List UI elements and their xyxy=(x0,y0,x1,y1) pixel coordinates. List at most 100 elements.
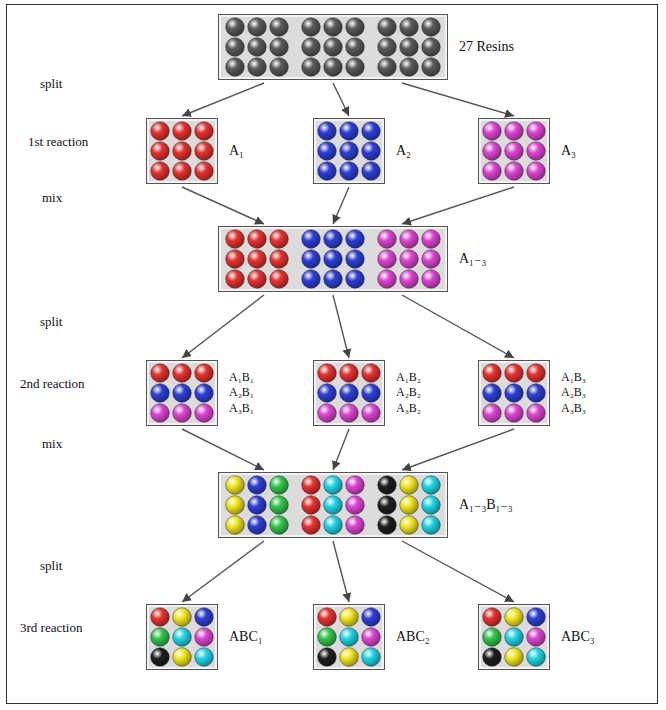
resin-bead xyxy=(422,250,441,269)
resin-bead xyxy=(505,404,524,423)
resin-bead xyxy=(226,270,245,289)
flow-arrow xyxy=(182,83,264,116)
resin-tray: A₁ xyxy=(146,118,218,184)
resin-bead xyxy=(483,122,502,141)
resin-bead xyxy=(340,648,359,667)
resin-bead xyxy=(324,58,343,77)
resin-bead xyxy=(378,516,397,535)
resin-bead xyxy=(302,476,321,495)
resin-tray: A₁₋₃ xyxy=(218,226,448,292)
resin-bead xyxy=(270,496,289,515)
flow-arrow xyxy=(333,187,349,224)
resin-bead xyxy=(195,142,214,161)
resin-bead xyxy=(483,364,502,383)
resin-bead xyxy=(527,122,546,141)
resin-bead xyxy=(483,404,502,423)
resin-bead xyxy=(483,648,502,667)
resin-bead xyxy=(151,364,170,383)
flow-arrow xyxy=(333,541,349,602)
resin-bead xyxy=(173,364,192,383)
tray-label: ABC₂ xyxy=(396,629,430,645)
flow-arrow xyxy=(182,429,264,470)
resin-bead xyxy=(346,516,365,535)
resin-bead xyxy=(400,516,419,535)
resin-bead xyxy=(318,404,337,423)
resin-bead xyxy=(302,270,321,289)
step-label: 3rd reaction xyxy=(20,620,82,636)
flow-arrow xyxy=(182,187,264,224)
resin-bead xyxy=(527,608,546,627)
flow-arrow xyxy=(182,295,264,358)
resin-bead xyxy=(324,270,343,289)
tray-label-group: A₁₋₃B₁₋₃ xyxy=(459,473,513,537)
resin-bead xyxy=(422,516,441,535)
resin-bead xyxy=(248,18,267,37)
resin-bead xyxy=(378,270,397,289)
resin-bead xyxy=(505,162,524,181)
tray-label-group: 27 Resins xyxy=(459,15,514,79)
resin-bead xyxy=(270,516,289,535)
tray-label: A₁B₂ xyxy=(396,370,421,386)
resin-bead xyxy=(173,628,192,647)
resin-bead xyxy=(318,364,337,383)
flow-arrow xyxy=(333,83,349,116)
resin-bead xyxy=(195,404,214,423)
resin-bead xyxy=(346,58,365,77)
flow-arrow xyxy=(333,429,349,470)
resin-bead xyxy=(378,250,397,269)
resin-bead xyxy=(378,58,397,77)
resin-tray: A₃ xyxy=(478,118,550,184)
resin-bead xyxy=(195,648,214,667)
resin-bead xyxy=(324,476,343,495)
resin-bead xyxy=(226,250,245,269)
flow-arrow xyxy=(402,541,514,602)
resin-bead xyxy=(270,476,289,495)
resin-tray: A₂ xyxy=(313,118,385,184)
resin-beads xyxy=(147,605,217,669)
resin-bead xyxy=(226,38,245,57)
resin-bead xyxy=(173,162,192,181)
resin-bead xyxy=(422,476,441,495)
resin-bead xyxy=(151,608,170,627)
step-label: split xyxy=(40,76,62,92)
resin-bead xyxy=(527,162,546,181)
resin-bead xyxy=(226,496,245,515)
resin-bead xyxy=(505,648,524,667)
resin-bead xyxy=(422,270,441,289)
resin-bead xyxy=(151,162,170,181)
resin-bead xyxy=(378,496,397,515)
resin-bead xyxy=(318,122,337,141)
resin-bead xyxy=(248,58,267,77)
resin-bead xyxy=(483,628,502,647)
resin-bead xyxy=(483,608,502,627)
resin-bead xyxy=(340,608,359,627)
resin-bead xyxy=(400,476,419,495)
resin-bead xyxy=(226,516,245,535)
flow-arrow xyxy=(182,541,264,602)
resin-bead xyxy=(340,122,359,141)
resin-tray: ABC₁ xyxy=(146,604,218,670)
resin-bead xyxy=(422,38,441,57)
resin-bead xyxy=(346,496,365,515)
tray-label: A₁ xyxy=(229,143,244,159)
resin-bead xyxy=(422,496,441,515)
resin-bead xyxy=(527,404,546,423)
resin-bead xyxy=(151,648,170,667)
resin-bead xyxy=(422,18,441,37)
resin-bead xyxy=(346,476,365,495)
resin-bead xyxy=(173,608,192,627)
resin-bead xyxy=(151,122,170,141)
resin-bead xyxy=(302,516,321,535)
resin-beads xyxy=(479,605,549,669)
resin-bead xyxy=(270,250,289,269)
resin-bead xyxy=(362,162,381,181)
tray-label: ABC₁ xyxy=(229,629,263,645)
resin-bead xyxy=(378,18,397,37)
resin-bead xyxy=(505,384,524,403)
tray-label-group: A₁ xyxy=(229,119,244,183)
resin-bead xyxy=(318,648,337,667)
resin-bead xyxy=(324,496,343,515)
resin-bead xyxy=(248,270,267,289)
resin-bead xyxy=(324,38,343,57)
tray-label-group: A₁B₁A₂B₁A₃B₁ xyxy=(229,361,254,425)
